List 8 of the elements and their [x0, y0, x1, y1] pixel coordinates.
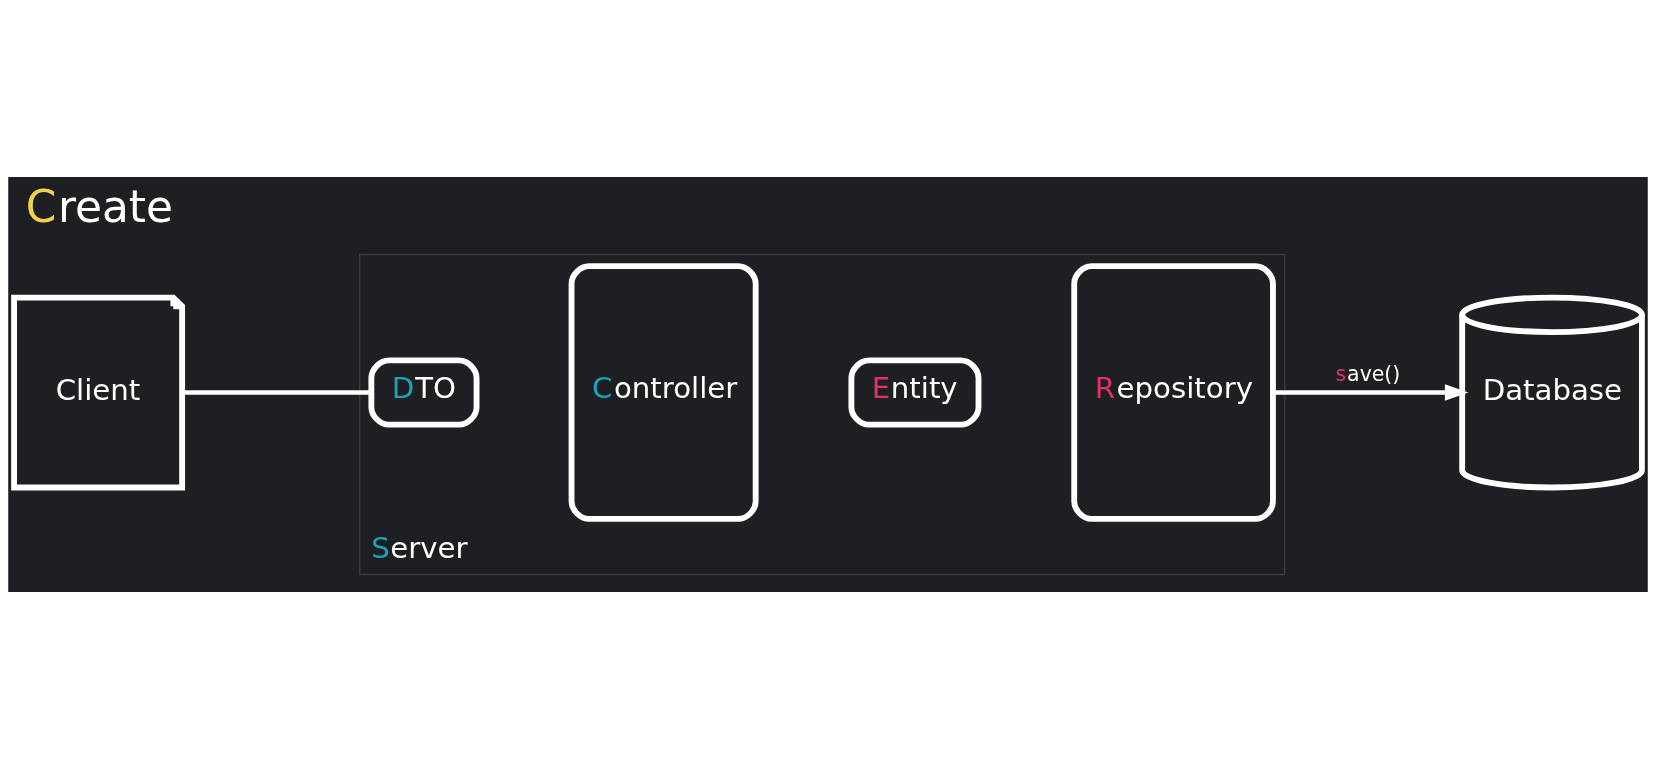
node-box: DTO: [368, 356, 480, 428]
arrow: [1273, 383, 1469, 401]
edge-label: save(): [1335, 361, 1401, 386]
node-box: Entity: [848, 356, 982, 428]
node-box: Controller: [568, 262, 759, 522]
connector: [182, 389, 372, 395]
diagram-title: Create: [25, 180, 173, 232]
node-box: Repository: [1071, 262, 1276, 522]
